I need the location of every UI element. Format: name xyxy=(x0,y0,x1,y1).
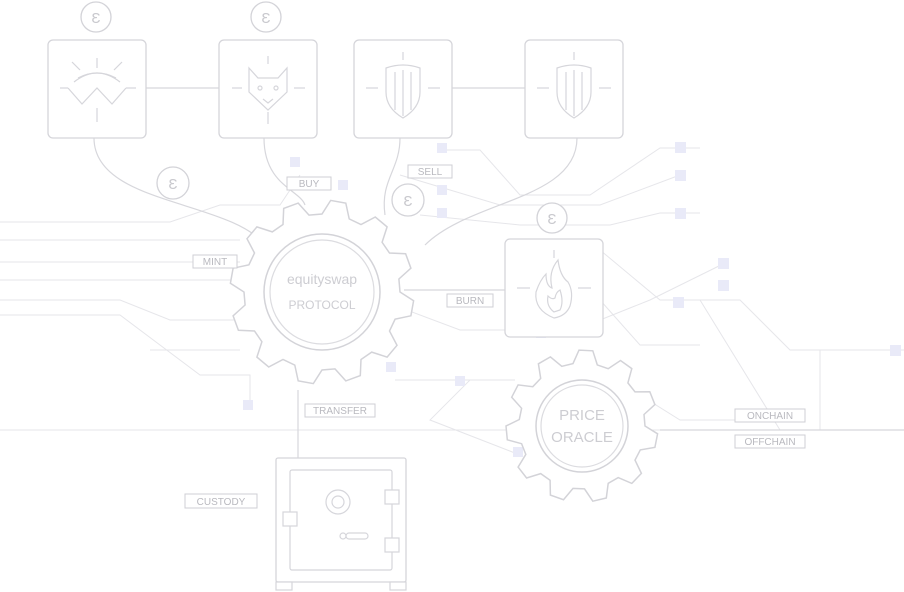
shield-icon xyxy=(537,52,611,119)
svg-text:BUY: BUY xyxy=(299,179,320,190)
svg-text:Ɛ: Ɛ xyxy=(168,176,177,193)
tile-fox[interactable] xyxy=(218,39,318,139)
tile-wallet[interactable] xyxy=(47,39,147,139)
oracle-line1: PRICE xyxy=(559,407,605,424)
tag-offchain: OFFCHAIN xyxy=(734,434,806,449)
tile-shield-1[interactable] xyxy=(353,39,453,139)
coin-2: Ɛ xyxy=(250,1,282,33)
safe-dial-icon xyxy=(325,489,351,515)
shield-icon xyxy=(366,52,440,119)
tile-connectors xyxy=(93,87,904,458)
svg-text:CUSTODY: CUSTODY xyxy=(197,497,246,508)
custody-safe[interactable] xyxy=(275,457,407,591)
tag-custody: CUSTODY xyxy=(184,493,258,509)
svg-text:ONCHAIN: ONCHAIN xyxy=(747,411,793,422)
tile-shield-2[interactable] xyxy=(524,39,624,139)
svg-text:OFFCHAIN: OFFCHAIN xyxy=(744,437,795,448)
svg-text:Ɛ: Ɛ xyxy=(91,10,100,27)
tag-transfer: TRANSFER xyxy=(304,403,376,418)
wallet-wings-icon xyxy=(60,58,136,122)
protocol-subtitle: PROTOCOL xyxy=(288,298,355,312)
tag-mint: MINT xyxy=(192,254,238,269)
coin-5: Ɛ xyxy=(536,202,568,234)
svg-text:BURN: BURN xyxy=(456,296,484,307)
tag-burn: BURN xyxy=(446,293,494,308)
tag-sell: SELL xyxy=(407,164,453,179)
flame-icon xyxy=(517,250,591,319)
svg-text:SELL: SELL xyxy=(418,167,443,178)
protocol-gear[interactable]: equityswap PROTOCOL xyxy=(229,199,415,385)
oracle-gear[interactable]: PRICE ORACLE xyxy=(505,349,659,503)
fox-icon xyxy=(232,56,305,124)
svg-text:Ɛ: Ɛ xyxy=(261,10,270,27)
tag-buy: BUY xyxy=(286,176,332,191)
tag-onchain: ONCHAIN xyxy=(734,408,806,423)
coin-3: Ɛ xyxy=(156,166,190,200)
coin-4: Ɛ xyxy=(391,183,425,217)
safe-handle-icon xyxy=(339,532,369,540)
tile-burn[interactable] xyxy=(504,238,604,338)
svg-text:Ɛ: Ɛ xyxy=(403,193,412,210)
circuit-lines xyxy=(0,147,904,456)
svg-text:Ɛ: Ɛ xyxy=(547,211,556,228)
protocol-name: equityswap xyxy=(287,271,357,287)
svg-text:TRANSFER: TRANSFER xyxy=(313,406,367,417)
coin-1: Ɛ xyxy=(80,1,112,33)
svg-text:MINT: MINT xyxy=(203,257,227,268)
oracle-line2: ORACLE xyxy=(551,429,613,446)
